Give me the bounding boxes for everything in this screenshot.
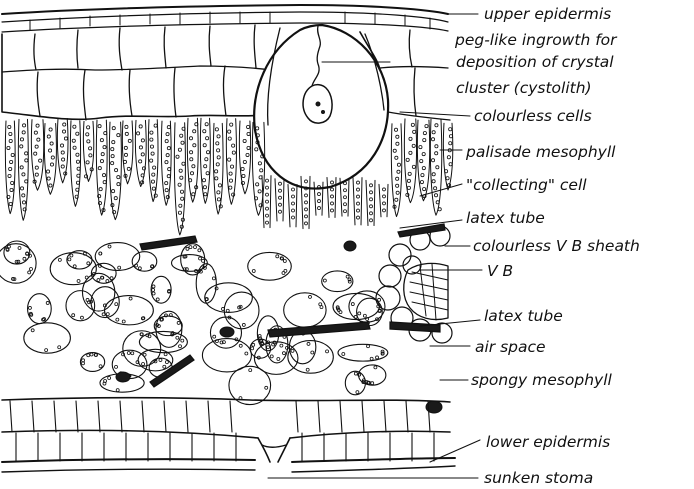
spongy-mesophyll-drawing (0, 241, 388, 405)
label-colourless-vb-sheath: colourless V B sheath (473, 237, 640, 255)
label-peg-line-1: peg-like ingrowth for (454, 31, 618, 49)
label-peg-line-3: cluster (cystolith) (456, 79, 592, 97)
label-upper-epidermis: upper epidermis (484, 5, 611, 23)
label-colourless-cells: colourless cells (474, 107, 592, 125)
labels: upper epidermis peg-like ingrowth for de… (454, 5, 640, 487)
lower-epidermis-drawing (2, 398, 455, 472)
upper-epidermis-drawing (2, 5, 448, 32)
label-latex-tube-1: latex tube (466, 209, 545, 227)
cystolith-cell-drawing (254, 25, 388, 188)
palisade-mesophyll-drawing (5, 118, 452, 235)
label-vb: V B (487, 262, 513, 280)
label-palisade-mesophyll: palisade mesophyll (465, 143, 616, 161)
label-spongy-mesophyll: spongy mesophyll (471, 371, 612, 389)
label-collecting-cell: "collecting" cell (466, 176, 587, 194)
latex-tubes-drawing (116, 224, 445, 413)
label-sunken-stoma: sunken stoma (484, 469, 593, 487)
label-air-space: air space (475, 338, 546, 356)
label-peg-line-2: deposition of crystal (456, 53, 614, 71)
label-lower-epidermis: lower epidermis (486, 433, 610, 451)
label-latex-tube-2: latex tube (484, 307, 563, 325)
